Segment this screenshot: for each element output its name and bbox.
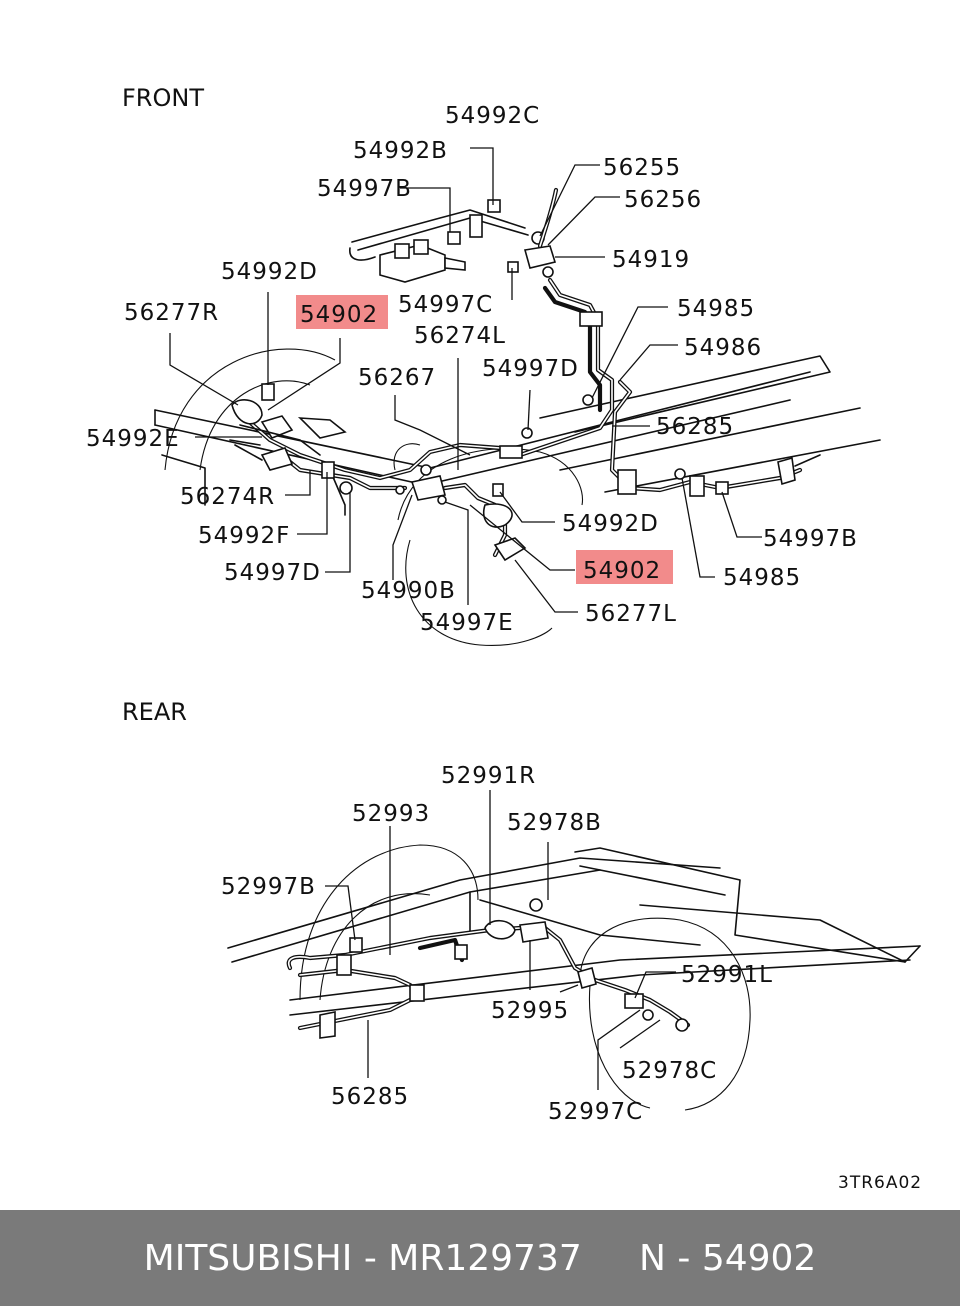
label-54997d-mid: 54997D xyxy=(482,356,579,382)
label-54992c: 54992C xyxy=(445,103,540,129)
label-54990b: 54990B xyxy=(361,578,456,604)
label-54997c: 54997C xyxy=(398,292,493,318)
label-54902-left: 54902 xyxy=(300,302,378,328)
front-assembly-drawing xyxy=(154,187,881,646)
label-54992d-right: 54992D xyxy=(562,511,659,537)
label-56285-rear: 56285 xyxy=(331,1084,409,1110)
section-title-rear: REAR xyxy=(122,698,187,726)
highlight-54902-right xyxy=(576,550,673,584)
label-52997b: 52997B xyxy=(221,874,316,900)
label-56256: 56256 xyxy=(624,187,702,213)
rear-assembly-drawing xyxy=(227,844,921,1111)
label-52991l: 52991L xyxy=(681,962,773,988)
drawing-code: 3TR6A02 xyxy=(838,1173,922,1193)
label-54919: 54919 xyxy=(612,247,690,273)
label-52978c: 52978C xyxy=(622,1058,717,1084)
label-54997e: 54997E xyxy=(420,610,514,636)
label-52978b: 52978B xyxy=(507,810,602,836)
highlight-54902-left xyxy=(296,295,388,329)
label-54992e: 54992E xyxy=(86,426,180,452)
label-54997d-low: 54997D xyxy=(224,560,321,586)
label-54985-low: 54985 xyxy=(723,565,801,591)
rear-leader-lines xyxy=(325,790,676,1090)
label-54992b: 54992B xyxy=(353,138,448,164)
front-leader-lines xyxy=(169,147,762,613)
brake-line-diagram: FRONT REAR 54992C 54992B 54997B 56255 56… xyxy=(86,84,922,1193)
footer-part-number: MR129737 xyxy=(388,1237,582,1279)
label-52993: 52993 xyxy=(352,801,430,827)
footer-position-prefix: N xyxy=(638,1237,666,1279)
label-52997c: 52997C xyxy=(548,1099,643,1125)
footer-position-number: 54902 xyxy=(701,1237,817,1279)
footer-separator-2: - xyxy=(665,1237,702,1279)
footer-brand: MITSUBISHI xyxy=(143,1237,353,1279)
part-info-footer: MITSUBISHI - MR129737 N - 54902 xyxy=(0,1210,960,1306)
label-56255: 56255 xyxy=(603,155,681,181)
label-54992f: 54992F xyxy=(198,523,290,549)
label-54986: 54986 xyxy=(684,335,762,361)
label-52991r: 52991R xyxy=(441,763,536,789)
label-56274l: 56274L xyxy=(414,323,506,349)
label-54985-top: 54985 xyxy=(677,296,755,322)
footer-gap xyxy=(582,1238,639,1279)
label-56277l: 56277L xyxy=(585,601,677,627)
label-56274r: 56274R xyxy=(180,484,275,510)
label-56267: 56267 xyxy=(358,365,436,391)
label-54997b-top: 54997B xyxy=(317,176,412,202)
section-title-front: FRONT xyxy=(122,84,204,112)
label-54902-right: 54902 xyxy=(583,558,661,584)
footer-separator: - xyxy=(352,1237,389,1279)
label-54992d-top: 54992D xyxy=(221,259,318,285)
label-56277r: 56277R xyxy=(124,300,219,326)
label-52995: 52995 xyxy=(491,998,569,1024)
label-54997b-right: 54997B xyxy=(763,526,858,552)
label-56285-front: 56285 xyxy=(656,414,734,440)
